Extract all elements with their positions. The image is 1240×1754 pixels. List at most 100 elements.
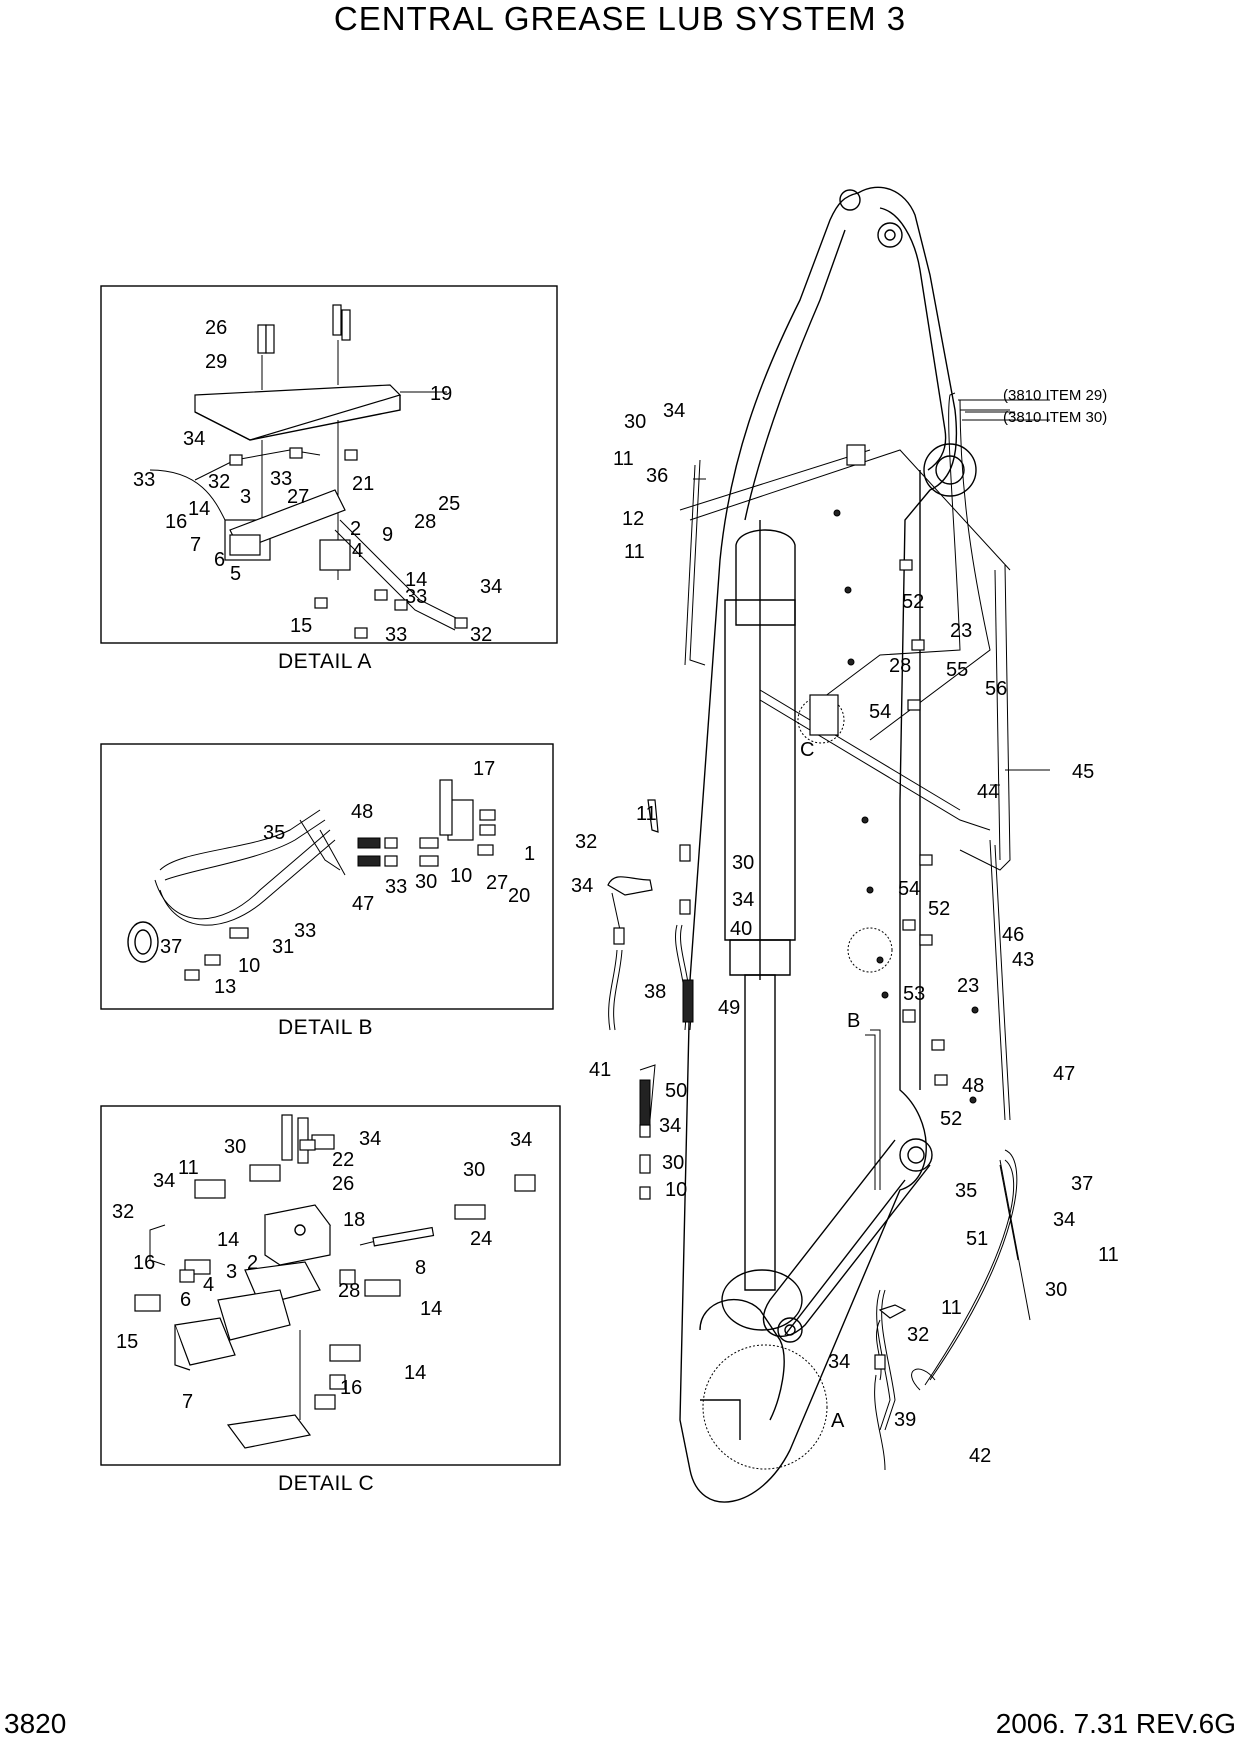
callout: 54 bbox=[869, 701, 891, 723]
callout: 33 bbox=[133, 469, 155, 491]
callout: 23 bbox=[957, 975, 979, 997]
callout: 40 bbox=[730, 918, 752, 940]
callout: 34 bbox=[183, 428, 205, 450]
callout: 3 bbox=[240, 486, 251, 508]
callout: 11 bbox=[178, 1157, 199, 1179]
callout: 5 bbox=[230, 563, 241, 585]
callout: 30 bbox=[662, 1152, 684, 1174]
callout: 34 bbox=[828, 1351, 850, 1373]
callout: 16 bbox=[165, 511, 187, 533]
callout: 11 bbox=[636, 803, 657, 825]
callout: 10 bbox=[238, 955, 260, 977]
callout: 34 bbox=[732, 889, 754, 911]
callout: 13 bbox=[214, 976, 236, 998]
detail-b-callouts: 17 48 35 1 33 30 10 27 20 47 33 37 31 10… bbox=[160, 758, 535, 998]
callout: 53 bbox=[903, 983, 925, 1005]
callout: 27 bbox=[486, 872, 508, 894]
callout: 33 bbox=[385, 624, 407, 646]
callout: 33 bbox=[270, 468, 292, 490]
callout: 37 bbox=[1071, 1173, 1093, 1195]
detail-c-drawing bbox=[134, 1114, 536, 1449]
callout: 10 bbox=[665, 1179, 687, 1201]
callout: 30 bbox=[415, 871, 437, 893]
callout: 47 bbox=[1053, 1063, 1075, 1085]
callout: 25 bbox=[438, 493, 460, 515]
revision-label: 2006. 7.31 REV.6G bbox=[995, 1708, 1236, 1739]
fittings-column bbox=[607, 799, 907, 1471]
callout: 6 bbox=[180, 1289, 191, 1311]
callout: 12 bbox=[622, 508, 644, 530]
callout: 24 bbox=[470, 1228, 492, 1250]
detail-a-label: DETAIL A bbox=[278, 650, 372, 673]
callout: 4 bbox=[352, 540, 363, 562]
callout: 52 bbox=[928, 898, 950, 920]
callout: 14 bbox=[404, 1362, 426, 1384]
callout: 34 bbox=[153, 1170, 175, 1192]
callout: 26 bbox=[205, 317, 227, 339]
callout: 11 bbox=[624, 541, 645, 563]
callout: 38 bbox=[644, 981, 666, 1003]
callout: 17 bbox=[473, 758, 495, 780]
callout: 35 bbox=[955, 1180, 977, 1202]
callout: 21 bbox=[352, 473, 374, 495]
callout: 37 bbox=[160, 936, 182, 958]
callout: 56 bbox=[985, 678, 1007, 700]
boom-assembly bbox=[679, 186, 977, 1503]
callout: 52 bbox=[940, 1108, 962, 1130]
callout: 11 bbox=[941, 1297, 962, 1319]
callout: 32 bbox=[208, 471, 230, 493]
callout: 55 bbox=[946, 659, 968, 681]
callout: 31 bbox=[272, 936, 294, 958]
callout: 33 bbox=[405, 586, 427, 608]
callout: 34 bbox=[480, 576, 502, 598]
callout: 35 bbox=[263, 822, 285, 844]
callout: 41 bbox=[589, 1059, 611, 1081]
callout: 29 bbox=[205, 351, 227, 373]
detail-a-drawing bbox=[149, 304, 468, 639]
callout: 30 bbox=[624, 411, 646, 433]
callout: 27 bbox=[287, 486, 309, 508]
callout: 43 bbox=[1012, 949, 1034, 971]
callout: 28 bbox=[338, 1280, 360, 1302]
callout: 33 bbox=[385, 876, 407, 898]
reference-item-30: (3810 ITEM 30) bbox=[1003, 409, 1107, 426]
callout: 49 bbox=[718, 997, 740, 1019]
callout: 36 bbox=[646, 465, 668, 487]
callout: 6 bbox=[214, 549, 225, 571]
callout: 11 bbox=[1098, 1244, 1119, 1266]
callout: 18 bbox=[343, 1209, 365, 1231]
detail-b-label: DETAIL B bbox=[278, 1016, 374, 1039]
callout: 7 bbox=[190, 534, 201, 556]
callout: 14 bbox=[217, 1229, 239, 1251]
callout: 34 bbox=[659, 1115, 681, 1137]
callout: 33 bbox=[294, 920, 316, 942]
callout: 14 bbox=[405, 569, 427, 591]
callout: 32 bbox=[470, 624, 492, 646]
callout: 48 bbox=[962, 1075, 984, 1097]
page-number: 3820 bbox=[4, 1708, 67, 1739]
leader-lines bbox=[400, 391, 1050, 786]
callout: 10 bbox=[450, 865, 472, 887]
callout: 30 bbox=[732, 852, 754, 874]
main-callouts: 30 34 11 36 12 11 52 23 28 55 56 54 45 4… bbox=[571, 400, 1119, 1467]
detail-a-frame bbox=[100, 285, 558, 644]
callout: 19 bbox=[430, 383, 452, 405]
callout: 34 bbox=[510, 1129, 532, 1151]
view-marker-a: A bbox=[831, 1410, 845, 1432]
callout: 34 bbox=[663, 400, 685, 422]
callout: 50 bbox=[665, 1080, 687, 1102]
callout: 15 bbox=[290, 615, 312, 637]
view-marker-c: C bbox=[800, 739, 814, 761]
callout: 8 bbox=[415, 1257, 426, 1279]
detail-c-frame bbox=[100, 1105, 561, 1466]
callout: 32 bbox=[907, 1324, 929, 1346]
callout: 32 bbox=[112, 1201, 134, 1223]
callout: 15 bbox=[116, 1331, 138, 1353]
detail-c-label: DETAIL C bbox=[278, 1472, 375, 1495]
callout: 20 bbox=[508, 885, 530, 907]
page-title: CENTRAL GREASE LUB SYSTEM 3 bbox=[333, 0, 907, 37]
callout: 34 bbox=[359, 1128, 381, 1150]
callout: 39 bbox=[894, 1409, 916, 1431]
callout: 2 bbox=[350, 518, 361, 540]
